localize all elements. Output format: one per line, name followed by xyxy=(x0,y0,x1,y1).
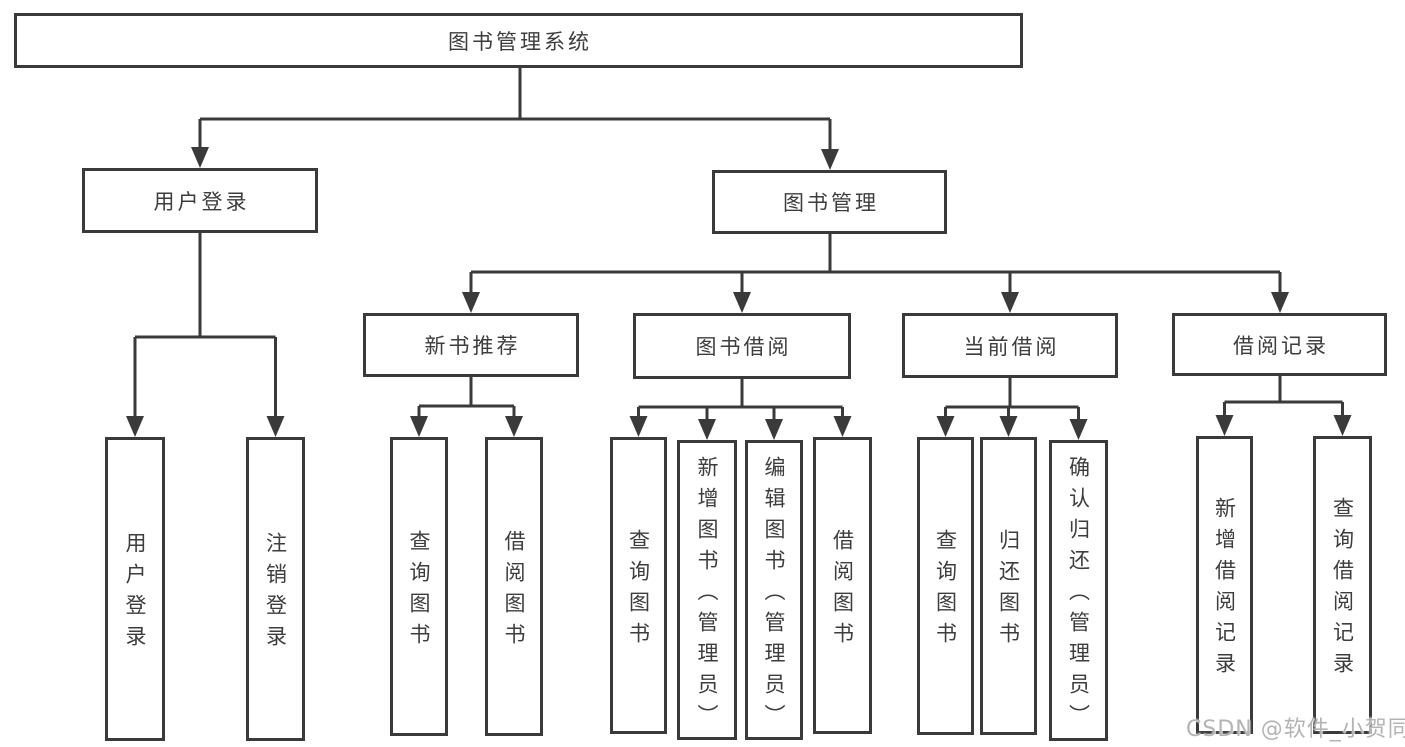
leaf-bb-borrow-books-label: 借阅图书 xyxy=(830,528,855,653)
leaf-cb-query-books: 查询图书 xyxy=(917,437,974,735)
node-current-borrowing-label: 当前借阅 xyxy=(963,334,1060,359)
node-root: 图书管理系统 xyxy=(14,13,1023,68)
node-book-management: 图书管理 xyxy=(712,170,947,234)
leaf-bb-edit-books-admin: 编辑图书（管理员） xyxy=(745,440,803,740)
leaf-nbr-borrow-books: 借阅图书 xyxy=(485,437,543,736)
leaf-cb-return-books-label: 归还图书 xyxy=(996,529,1021,653)
leaf-br-add-record-label: 新增借阅记录 xyxy=(1212,497,1237,683)
leaf-br-query-record-label: 查询借阅记录 xyxy=(1330,497,1355,683)
leaf-nbr-query-books-label: 查询图书 xyxy=(407,529,431,654)
leaf-cb-confirm-return-admin: 确认归还（管理员） xyxy=(1049,440,1108,741)
node-new-book-recommendation: 新书推荐 xyxy=(363,313,579,377)
node-borrowing-records: 借阅记录 xyxy=(1172,313,1387,376)
leaf-cb-confirm-return-admin-label: 确认归还（管理员） xyxy=(1066,456,1091,735)
node-root-label: 图书管理系统 xyxy=(448,29,592,54)
leaf-br-query-record: 查询借阅记录 xyxy=(1313,436,1372,734)
leaf-bb-query-books-label: 查询图书 xyxy=(626,528,651,653)
leaf-logout: 注销登录 xyxy=(246,437,305,741)
leaf-nbr-query-books: 查询图书 xyxy=(390,437,448,736)
leaf-user-login-label: 用户登录 xyxy=(123,532,147,656)
node-new-book-recommendation-label: 新书推荐 xyxy=(424,334,521,358)
node-user-login-label: 用户登录 xyxy=(153,189,250,214)
node-book-borrowing: 图书借阅 xyxy=(633,313,851,379)
leaf-bb-add-books-admin-label: 新增图书（管理员） xyxy=(695,455,719,735)
leaf-br-add-record: 新增借阅记录 xyxy=(1196,436,1253,734)
leaf-nbr-borrow-books-label: 借阅图书 xyxy=(502,529,526,654)
leaf-bb-add-books-admin: 新增图书（管理员） xyxy=(677,440,737,740)
leaf-bb-query-books: 查询图书 xyxy=(610,437,667,734)
node-book-borrowing-label: 图书借阅 xyxy=(695,335,792,359)
leaf-cb-query-books-label: 查询图书 xyxy=(933,529,958,653)
node-borrowing-records-label: 借阅记录 xyxy=(1233,333,1329,358)
leaf-cb-return-books: 归还图书 xyxy=(980,437,1037,735)
leaf-bb-borrow-books: 借阅图书 xyxy=(813,437,872,734)
leaf-bb-edit-books-admin-label: 编辑图书（管理员） xyxy=(762,455,786,735)
node-user-login: 用户登录 xyxy=(82,168,318,233)
csdn-watermark: CSDN @软件_小贺同学 xyxy=(1186,717,1405,742)
leaf-logout-label: 注销登录 xyxy=(263,532,288,656)
node-current-borrowing: 当前借阅 xyxy=(902,313,1118,378)
leaf-user-login: 用户登录 xyxy=(105,437,165,741)
node-book-management-label: 图书管理 xyxy=(783,191,879,215)
